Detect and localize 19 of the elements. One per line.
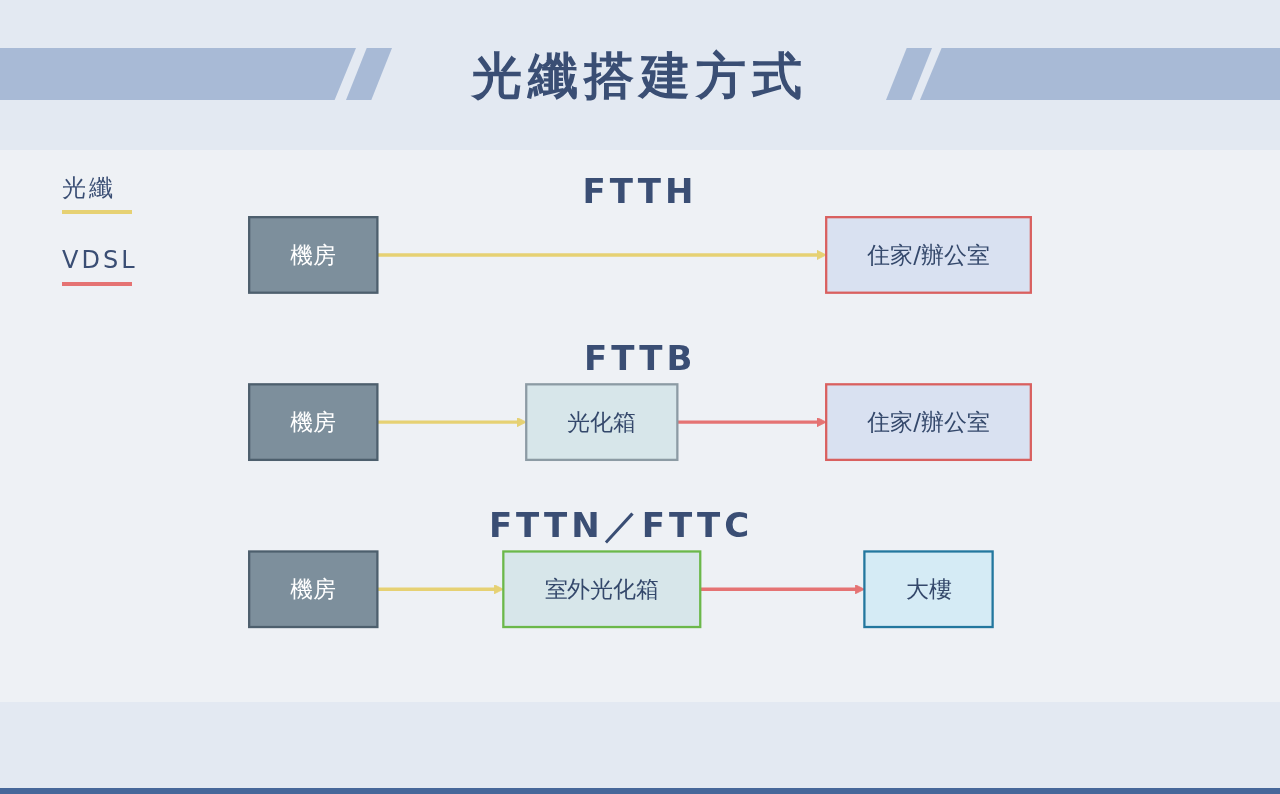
arrow [700, 584, 865, 595]
row-title: FTTB [584, 338, 697, 379]
legend-label: 光纖 [62, 173, 116, 204]
node-box: 大樓 [863, 550, 994, 629]
node-box: 機房 [248, 550, 379, 629]
node-box: 機房 [248, 216, 379, 294]
arrow [377, 584, 504, 595]
node-box: 室外光化箱 [502, 550, 702, 629]
diagram-title: 光纖搭建方式 [472, 46, 808, 107]
node-box: 光化箱 [525, 383, 679, 462]
arrow [677, 417, 827, 428]
legend-label: VDSL [62, 245, 138, 276]
row-title: FTTN／FTTC [488, 505, 754, 546]
node-box: 住家/辦公室 [825, 216, 1032, 294]
node-box: 機房 [248, 383, 379, 462]
arrow [377, 249, 827, 260]
arrow [377, 417, 527, 428]
row-title: FTTH [582, 171, 698, 212]
node-box: 住家/辦公室 [825, 383, 1032, 462]
